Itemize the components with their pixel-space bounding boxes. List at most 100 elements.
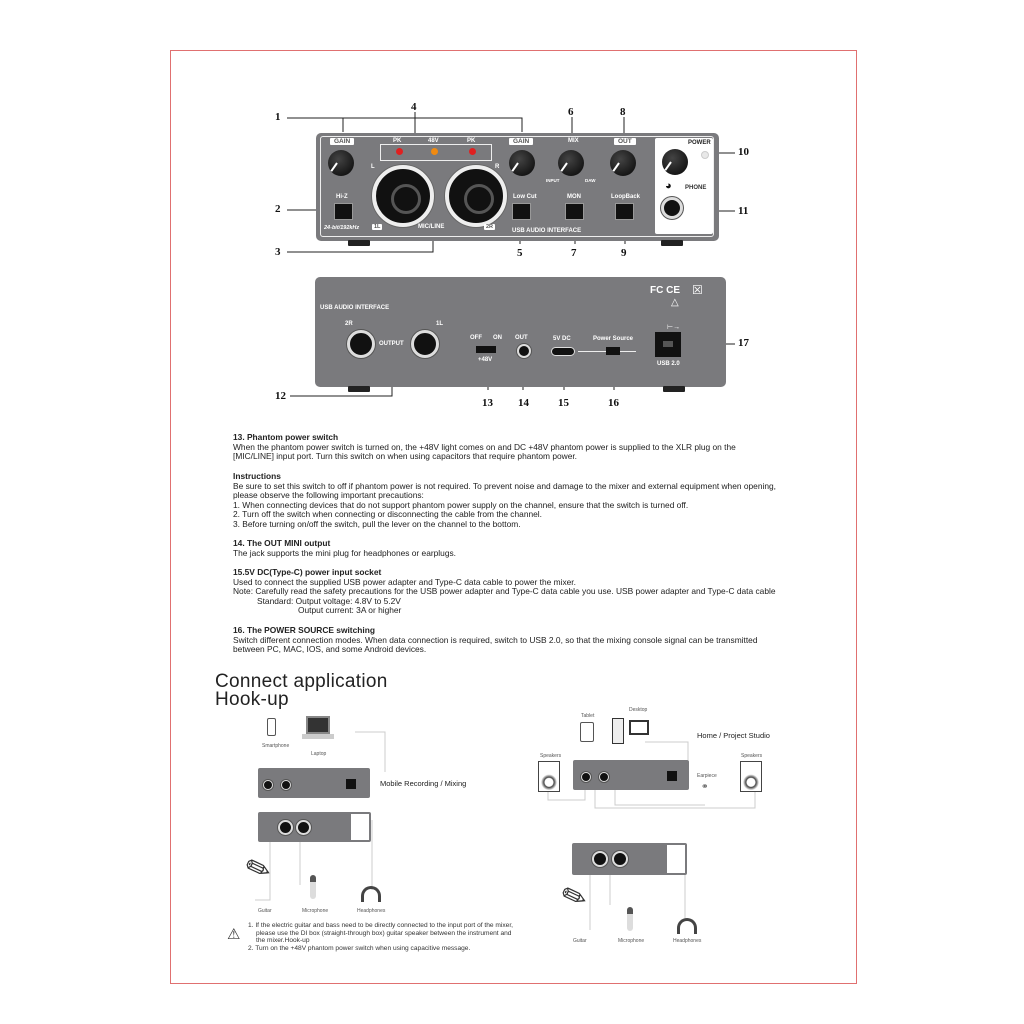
out-2r-label: 2R [345, 321, 353, 327]
callout-8: 8 [620, 106, 626, 118]
out-1l-label: 1L [436, 321, 444, 327]
gain-label-2: GAIN [509, 138, 534, 145]
phantom-switch[interactable] [476, 346, 496, 353]
pk-led-right [469, 148, 476, 155]
callout-7: 7 [571, 247, 577, 259]
desktop-label: Desktop [629, 707, 648, 713]
rear-panel: USB AUDIO INTERFACE 2R 1L OUTPUT OFF ON … [315, 277, 726, 387]
out-knob[interactable] [610, 150, 636, 176]
front-panel: GAIN GAIN MIX OUT PK 48V PK L R INPUT DA… [316, 133, 719, 241]
usb-b-port[interactable] [655, 332, 681, 357]
48v-led [431, 148, 438, 155]
output-1l-jack[interactable] [411, 330, 439, 358]
phone-label: PHONE [685, 185, 707, 191]
hookup-subtitle: Hook-up [215, 689, 289, 710]
phone-volume-knob[interactable] [662, 149, 688, 175]
callout-13: 13 [482, 397, 493, 409]
48v-switch-label: +48V [478, 357, 493, 363]
guitar-label: Guitar [258, 908, 272, 914]
mix-knob[interactable] [558, 150, 584, 176]
speaker-left-icon [538, 761, 560, 792]
micline-label: MIC/LINE [418, 224, 445, 230]
power-label: POWER [688, 140, 711, 146]
foot [661, 240, 683, 246]
studio-caption: Home / Project Studio [697, 731, 770, 740]
daw-label: DAW [585, 178, 596, 183]
tablet-icon [580, 722, 594, 742]
studio-rear-device [573, 760, 689, 790]
headphones-label: Headphones [357, 908, 386, 914]
r-label: R [495, 164, 500, 170]
callout-11: 11 [738, 205, 749, 217]
laptop-icon [306, 716, 330, 734]
callout-1: 1 [275, 111, 281, 123]
hiz-button[interactable] [334, 203, 353, 220]
mobile-caption: Mobile Recording / Mixing [380, 779, 467, 788]
gain-knob-1[interactable] [328, 150, 354, 176]
mon-button[interactable] [565, 203, 584, 220]
out-mini-jack[interactable] [517, 344, 531, 358]
laptop-label: Laptop [311, 751, 327, 757]
studio-front-device [572, 843, 687, 875]
studio-headphones-label: Headphones [673, 938, 702, 944]
desktop-monitor-icon [629, 720, 649, 735]
callout-4: 4 [411, 101, 417, 113]
gain-knob-2[interactable] [509, 150, 535, 176]
cert-logos: FC CE [650, 285, 680, 296]
callout-9: 9 [621, 247, 627, 259]
hiz-label: Hi-Z [336, 194, 348, 200]
microphone-icon [627, 907, 633, 931]
speakers-left-label: Speakers [540, 753, 562, 759]
speakers-right-label: Speakers [741, 753, 763, 759]
hookup-title: Connect application [215, 671, 388, 692]
mix-label: MIX [568, 138, 579, 144]
power-led [701, 151, 709, 159]
tablet-label: Tablet [581, 713, 595, 719]
on-label: ON [493, 335, 502, 341]
callout-16: 16 [608, 397, 619, 409]
led-bar [380, 144, 492, 161]
smartphone-icon [267, 718, 276, 736]
usb-c-port[interactable] [551, 347, 575, 356]
page-border [170, 50, 857, 984]
phone-jack[interactable] [661, 197, 683, 219]
lowcut-button[interactable] [512, 203, 531, 220]
spec-label: 24-bit/192kHz [324, 225, 360, 231]
input-label: INPUT [546, 178, 560, 183]
callout-14: 14 [518, 397, 529, 409]
ch2-label: 2R [484, 224, 496, 230]
microphone-label: Microphone [302, 908, 329, 914]
output-2r-jack[interactable] [347, 330, 375, 358]
warning-icon: ⚠ [227, 926, 241, 943]
mobile-rear-device [258, 768, 370, 798]
callout-2: 2 [275, 203, 281, 215]
rcm-icon: △ [671, 297, 679, 308]
studio-microphone-label: Microphone [618, 938, 645, 944]
foot [348, 240, 370, 246]
callout-10: 10 [738, 146, 749, 158]
combo-input-1[interactable] [372, 165, 434, 227]
callout-12: 12 [275, 390, 286, 402]
combo-input-2[interactable] [445, 165, 507, 227]
rear-title: USB AUDIO INTERFACE [320, 305, 390, 311]
microphone-icon [310, 875, 316, 899]
out-mini-label: OUT [515, 335, 528, 341]
desktop-tower-icon [612, 718, 624, 744]
callout-5: 5 [517, 247, 523, 259]
hookup-notes: 1. If the electric guitar and bass need … [248, 922, 514, 952]
l-label: L [371, 164, 375, 170]
pk-label-left: PK [393, 138, 402, 144]
loopback-button[interactable] [615, 203, 634, 220]
callout-3: 3 [275, 246, 281, 258]
callout-17: 17 [738, 337, 749, 349]
studio-guitar-label: Guitar [573, 938, 587, 944]
5v-dc-label: 5V DC [553, 336, 571, 342]
usb-2-label: USB 2.0 [657, 361, 680, 367]
power-source-switch[interactable] [606, 347, 620, 355]
off-label: OFF [470, 335, 482, 341]
speaker-right-icon [740, 761, 762, 792]
